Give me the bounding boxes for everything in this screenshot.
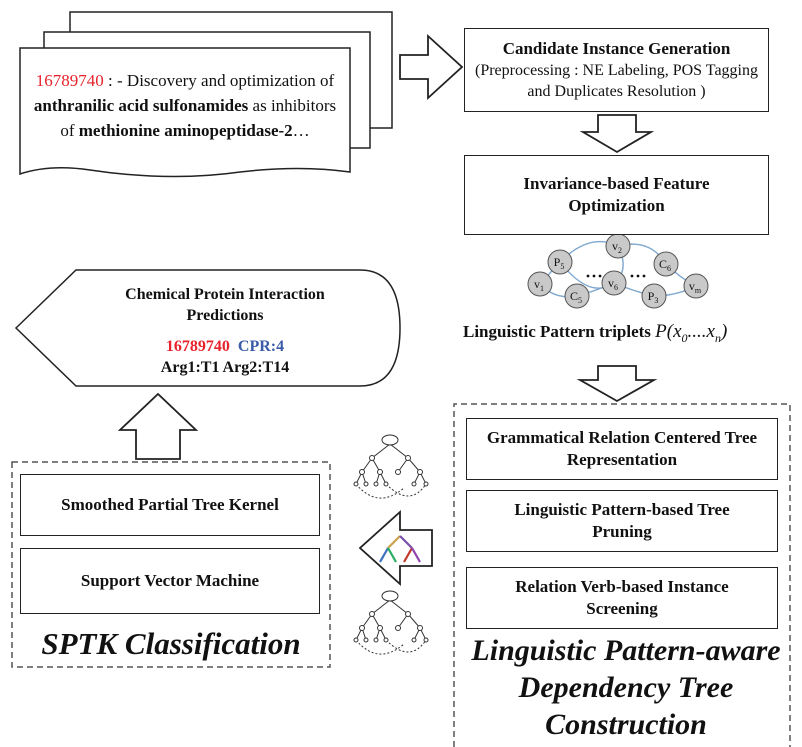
invariance-optimization-box: Invariance-based Feature Optimization [464,155,769,235]
graph-node-subscript: 5 [560,262,564,271]
graph-node-label: P3 [648,289,659,305]
graph-node: vm [683,273,709,299]
prediction-result: 16789740 CPR:4 [90,336,360,357]
graph-node-subscript: 6 [667,264,671,273]
support-vector-machine-box: Support Vector Machine [20,548,320,614]
relation-verb-screening-box: Relation Verb-based Instance Screening [466,567,778,629]
graph-node-subscript: 5 [578,296,582,305]
arrow-right-icon [399,33,464,101]
protein-mention: methionine aminopeptidase-2 [78,121,293,140]
prediction-cpr: CPR:4 [237,338,285,355]
graph-node: C5 [564,283,590,309]
pattern-caption-text: Linguistic Pattern triplets [463,322,656,341]
pattern-formula-mid: ....x [687,321,715,342]
graph-node: v6 [601,270,627,296]
document-text: 16789740 : - Discovery and optimization … [28,68,342,143]
document-text-end: … [292,121,310,140]
graph-node-subscript: 2 [618,246,622,255]
pattern-formula-sub0: 0 [681,330,688,345]
tree-construction-label: Linguistic Pattern-aware Dependency Tree… [471,634,781,741]
pattern-formula-end: ) [720,321,728,342]
sptk-group-border [11,461,331,668]
graph-node: v1 [527,271,553,297]
prediction-content: Chemical Protein Interaction Predictions… [90,284,360,378]
document-text-mid: as inhibitors of [60,96,337,140]
graph-node: P5 [547,249,573,275]
arrow-down-icon [576,365,658,403]
graph-node: P3 [641,283,667,309]
candidate-subtitle: (Preprocessing : NE Labeling, POS Taggin… [475,62,758,100]
invariance-title: Invariance-based Feature Optimization [523,174,710,215]
graph-node: C6 [653,251,679,277]
sptk-classification-label: SPTK Classification [41,626,301,661]
graph-node-label: P5 [554,255,565,271]
graph-node-subscript: 1 [540,284,544,293]
graph-node: v2 [605,233,631,259]
prediction-pmid: 16789740 [165,338,230,355]
arrow-down-icon [579,114,655,154]
smoothed-partial-tree-kernel-box: Smoothed Partial Tree Kernel [20,474,320,536]
pattern-formula-p: P(x [655,321,682,342]
tree-group-border [453,403,791,747]
pattern-formula-subn: n [714,330,721,345]
chemical-mention: anthranilic acid sulfonamides [33,96,249,115]
prediction-title: Chemical Protein Interaction Predictions [125,286,325,324]
tree-icon-top [353,434,429,499]
graph-ellipsis [586,274,646,278]
graph-node-subscript: 6 [614,283,618,292]
document-pmid: 16789740 [35,71,104,90]
pattern-tree-pruning-box: Linguistic Pattern-based Tree Pruning [466,490,778,552]
prediction-args: Arg1:T1 Arg2:T14 [160,359,290,376]
candidate-generation-box: Candidate Instance Generation (Preproces… [464,28,769,112]
graph-node-subscript: 3 [654,296,658,305]
prediction-shape [14,269,401,387]
document-page-front [19,47,351,178]
graph-node-label: v6 [608,276,618,292]
graph-node-label: v1 [534,277,544,293]
tree-icon-bottom [353,590,429,655]
document-text-sep: : - Discovery and optimization of [103,71,335,90]
arrow-up-icon [117,392,199,460]
graph-node-subscript: m [695,286,702,295]
grammatical-relation-tree-box: Grammatical Relation Centered Tree Repre… [466,418,778,480]
pattern-caption: Linguistic Pattern triplets P(x0....xn) [463,320,727,350]
arrow-left-icon [358,509,433,587]
candidate-title: Candidate Instance Generation [502,39,731,58]
graph-node-label: v2 [612,239,622,255]
